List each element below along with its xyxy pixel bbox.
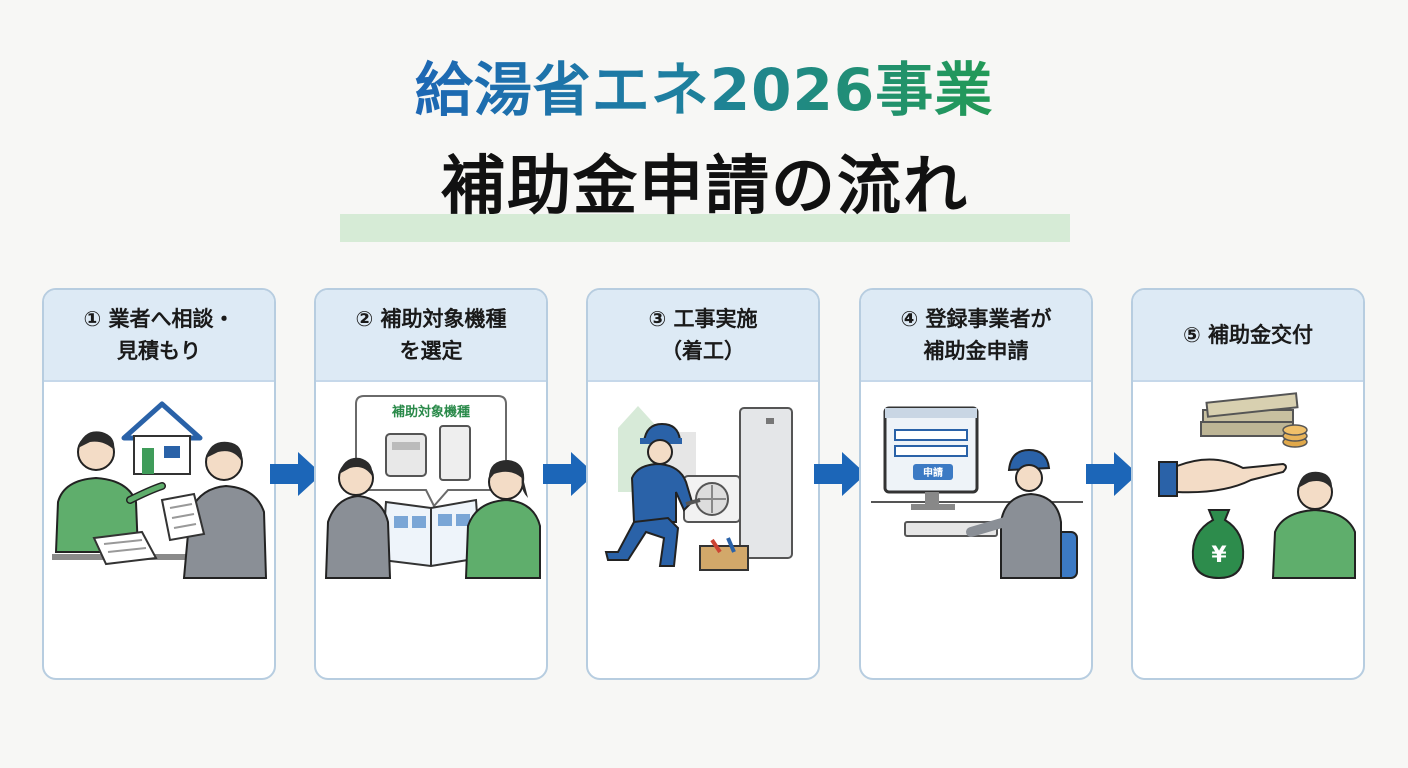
flow-arrow-icon — [1086, 452, 1138, 496]
step-label-1: ① 業者へ相談・ 見積もり — [83, 307, 235, 363]
step-label-4: ④ 登録事業者が 補助金申請 — [900, 307, 1052, 363]
step-header-5: ⑤ 補助金交付 — [1133, 290, 1363, 382]
screen-apply-button-label: 申請 — [923, 466, 943, 479]
step-label-2: ② 補助対象機種 を選定 — [355, 307, 507, 363]
page-title: 給湯省エネ2026事業 — [415, 50, 993, 130]
catalog-selection-icon: 補助対象機種 — [324, 395, 541, 579]
flow-arrow-icon — [270, 452, 322, 496]
yen-symbol: ¥ — [1211, 543, 1227, 568]
online-application-icon: 申請 — [871, 406, 1083, 579]
step-label-5: ⑤ 補助金交付 — [1182, 323, 1314, 347]
step-card-4: ④ 登録事業者が 補助金申請 申請 — [859, 288, 1093, 680]
installation-worker-icon — [604, 406, 793, 571]
step-card-3: ③ 工事実施 （着工） — [586, 288, 820, 680]
step-header-1: ① 業者へ相談・ 見積もり — [44, 290, 274, 382]
page-subtitle: 補助金申請の流れ — [441, 150, 969, 224]
step-header-2: ② 補助対象機種 を選定 — [316, 290, 546, 382]
subtitle-underline — [340, 214, 1070, 242]
money-payment-icon: ¥ — [1158, 392, 1356, 580]
flow-arrow-icon — [543, 452, 595, 496]
step-header-3: ③ 工事実施 （着工） — [588, 290, 818, 382]
step-card-5: ⑤ 補助金交付 ¥ — [1131, 288, 1365, 680]
step-card-1: ① 業者へ相談・ 見積もり — [42, 288, 276, 680]
flow-arrow-icon — [814, 452, 866, 496]
consultation-icon — [52, 401, 268, 579]
title-area: 給湯省エネ2026事業 — [0, 50, 1408, 130]
step-header-4: ④ 登録事業者が 補助金申請 — [861, 290, 1091, 382]
step-card-2: ② 補助対象機種 を選定 補助対象機種 — [314, 288, 548, 680]
step-label-3: ③ 工事実施 （着工） — [648, 307, 758, 363]
bubble-label: 補助対象機種 — [391, 404, 470, 420]
subtitle-area: 補助金申請の流れ — [340, 142, 1070, 242]
